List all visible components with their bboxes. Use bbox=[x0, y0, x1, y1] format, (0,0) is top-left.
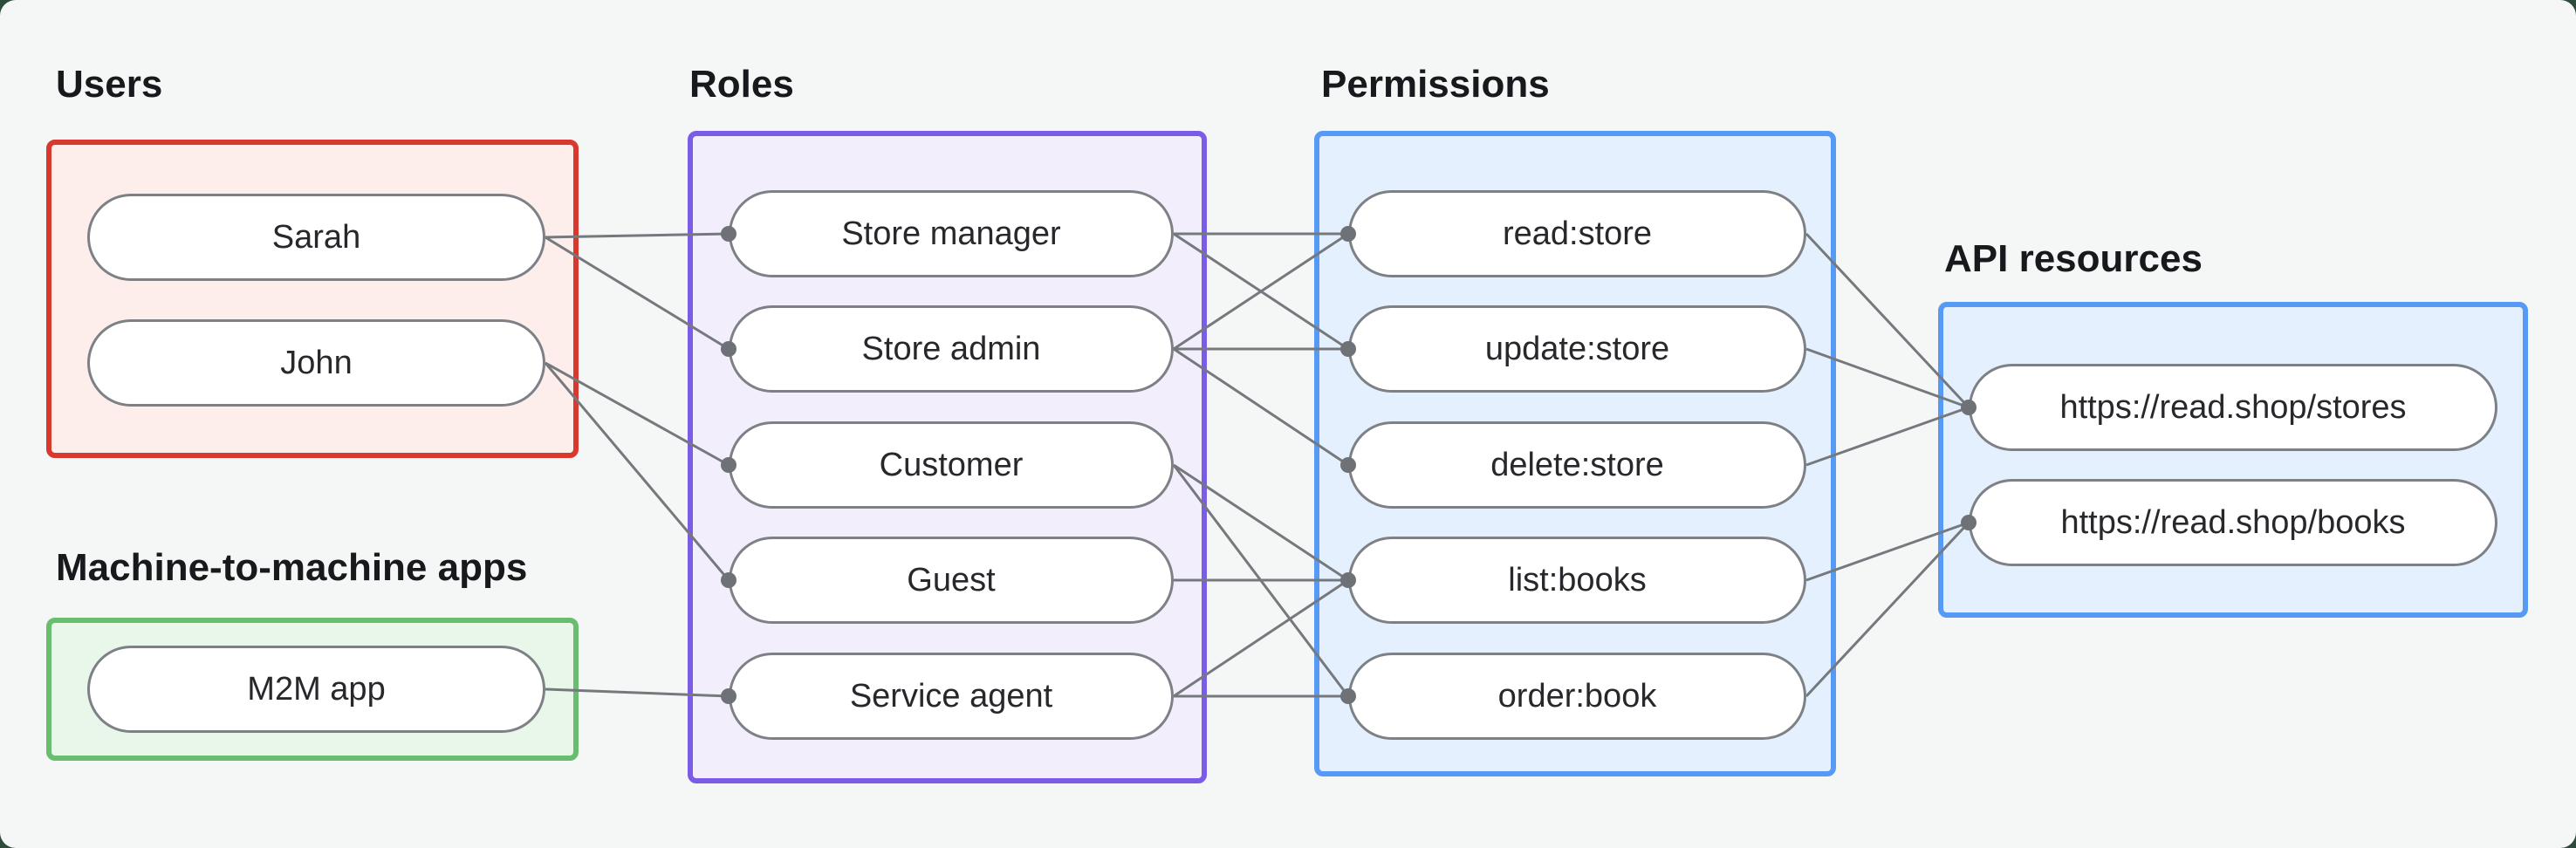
users-group-label: Users bbox=[56, 63, 163, 106]
node-m2m-app: M2M app bbox=[87, 646, 545, 733]
users-group-box bbox=[46, 140, 579, 458]
node-guest: Guest bbox=[729, 537, 1174, 624]
api-resources-group-label: API resources bbox=[1944, 237, 2203, 280]
node-john: John bbox=[87, 319, 545, 407]
api-resources-group-box bbox=[1938, 302, 2528, 618]
roles-group-label: Roles bbox=[689, 63, 794, 106]
node-sarah: Sarah bbox=[87, 194, 545, 281]
node-api-stores: https://read.shop/stores bbox=[1969, 364, 2497, 451]
node-service-agent: Service agent bbox=[729, 653, 1174, 740]
m2m-apps-group-label: Machine-to-machine apps bbox=[56, 546, 528, 589]
node-update-store: update:store bbox=[1348, 305, 1806, 393]
node-order-book: order:book bbox=[1348, 653, 1806, 740]
node-store-manager: Store manager bbox=[729, 190, 1174, 277]
node-store-admin: Store admin bbox=[729, 305, 1174, 393]
node-read-store: read:store bbox=[1348, 190, 1806, 277]
node-list-books: list:books bbox=[1348, 537, 1806, 624]
node-delete-store: delete:store bbox=[1348, 421, 1806, 509]
node-api-books: https://read.shop/books bbox=[1969, 479, 2497, 566]
permissions-group-label: Permissions bbox=[1321, 63, 1550, 106]
node-customer: Customer bbox=[729, 421, 1174, 509]
